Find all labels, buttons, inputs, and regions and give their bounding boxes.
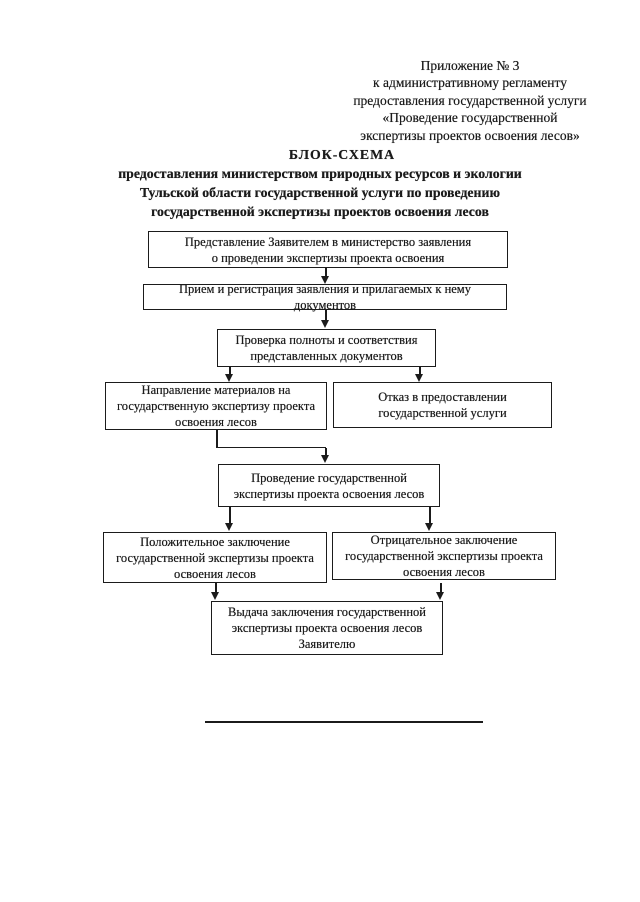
node-text-line: государственную экспертизу проекта — [116, 399, 316, 413]
connector-expertise-to-negative — [429, 507, 431, 524]
flow-node-send-to-expertise: Направление материалов на государственну… — [105, 382, 327, 430]
appendix-reference-block: Приложение № 3 к административному регла… — [330, 57, 610, 144]
connector-negative-to-issue — [440, 583, 442, 593]
node-text-line: экспертизы проекта освоения лесов — [233, 486, 425, 501]
document-title: БЛОК-СХЕМА предоставления министерством … — [40, 145, 600, 221]
appendix-line: «Проведение государственной — [382, 110, 558, 126]
node-text-line: Проверка полноты и соответствия — [235, 333, 418, 347]
arrowhead-icon — [415, 374, 423, 382]
title-line: БЛОК-СХЕМА — [288, 147, 396, 162]
node-text-line: Отказ в предоставлении — [378, 390, 507, 404]
title-line: Тульской области государственной услуги … — [139, 185, 500, 200]
node-text-line: государственной услуги — [378, 406, 507, 420]
node-text-line: Положительное заключение — [140, 534, 290, 549]
flow-node-negative-conclusion: Отрицательное заключение государственной… — [332, 532, 556, 580]
node-text-line: государственной экспертизы проекта — [345, 549, 543, 563]
arrowhead-icon — [225, 374, 233, 382]
flow-node-completeness-check: Проверка полноты и соответствия представ… — [217, 329, 436, 367]
connector-check-to-send — [229, 367, 231, 375]
flow-node-registration: Прием и регистрация заявления и прилагае… — [143, 282, 507, 312]
connector-submission-to-registration — [325, 268, 327, 277]
node-text-line: представленных документов — [250, 349, 403, 363]
appendix-line: экспертизы проектов освоения лесов» — [360, 127, 580, 143]
connector-send-to-expertise-drop — [325, 448, 327, 456]
node-text-line: Выдача заключения государственной — [228, 605, 426, 619]
flow-node-submission: Представление Заявителем в министерство … — [148, 231, 508, 268]
arrowhead-icon — [436, 592, 444, 600]
node-text-line: освоения лесов — [403, 565, 485, 579]
appendix-line: к административному регламенту — [373, 75, 567, 91]
node-text-line: Направление материалов на — [141, 383, 291, 397]
arrowhead-icon — [425, 523, 433, 531]
flow-node-refusal: Отказ в предоставлении государственной у… — [333, 382, 552, 428]
arrowhead-icon — [211, 592, 219, 600]
node-text-line: государственной экспертизы проекта — [116, 550, 314, 565]
flow-node-conduct-expertise: Проведение государственной экспертизы пр… — [218, 464, 440, 507]
node-text-line: освоения лесов — [174, 566, 256, 581]
flow-node-issue-conclusion: Выдача заключения государственной экспер… — [211, 601, 443, 655]
node-text-line: экспертизы проекта освоения лесов — [231, 621, 423, 635]
connector-send-elbow-across — [216, 446, 326, 448]
node-text-line: о проведении экспертизы проекта освоения — [211, 250, 445, 265]
flow-node-positive-conclusion: Положительное заключение государственной… — [103, 532, 327, 583]
title-line: предоставления министерством природных р… — [118, 166, 522, 181]
connector-positive-to-issue — [215, 583, 217, 593]
arrowhead-icon — [321, 276, 329, 284]
connector-expertise-to-positive — [229, 507, 231, 524]
node-text-line: Проведение государственной — [251, 470, 407, 485]
node-text-line: Представление Заявителем в министерство … — [184, 234, 472, 249]
node-text-line: Заявителю — [298, 637, 356, 651]
appendix-line: предоставления государственной услуги — [353, 92, 587, 108]
footer-divider-line — [205, 721, 483, 723]
node-text-line: освоения лесов — [175, 415, 257, 429]
connector-check-to-refusal — [419, 367, 421, 375]
connector-registration-to-check — [325, 310, 327, 321]
arrowhead-icon — [321, 320, 329, 328]
node-text-line: Прием и регистрация заявления и прилагае… — [179, 282, 471, 312]
title-line: государственной экспертизы проектов осво… — [151, 204, 489, 219]
appendix-line: Приложение № 3 — [420, 58, 520, 73]
node-text-line: Отрицательное заключение — [370, 533, 518, 547]
arrowhead-icon — [225, 523, 233, 531]
connector-send-elbow-down — [216, 430, 218, 448]
arrowhead-icon — [321, 455, 329, 463]
